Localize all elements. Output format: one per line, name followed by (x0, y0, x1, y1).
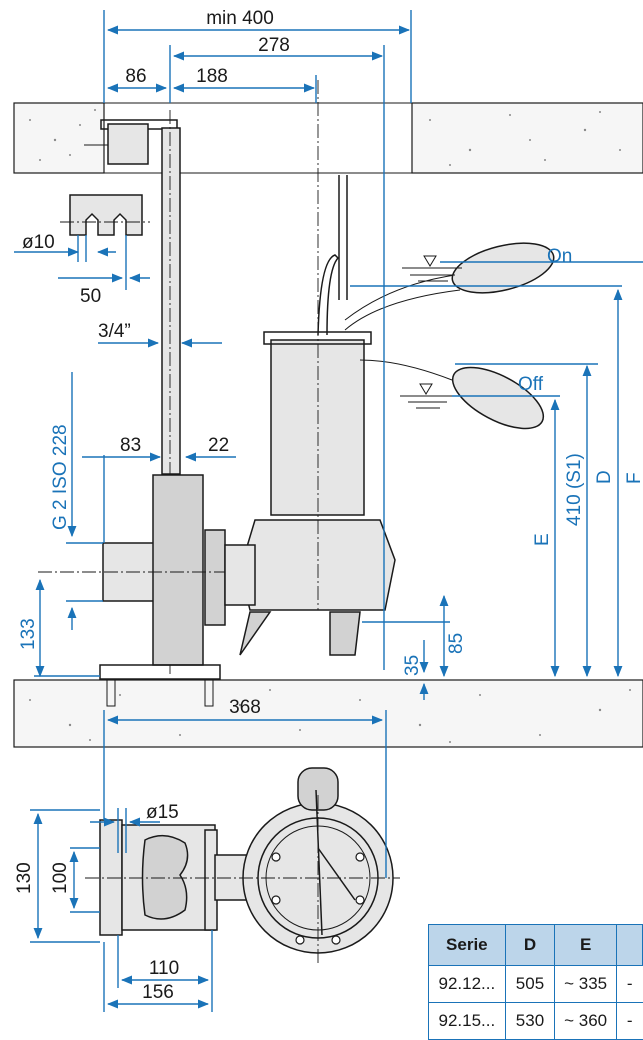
table-cell: ~ 335 (554, 965, 618, 1003)
dim-thread-3-4: 3/4” (98, 321, 131, 342)
pump-body (224, 80, 396, 656)
dim-min-400: min 400 (206, 8, 274, 29)
float-on-label: On (547, 246, 572, 267)
plan-dimensions (30, 710, 387, 1012)
dim-368: 368 (229, 697, 261, 718)
dim-188: 188 (196, 66, 228, 87)
dim-133: 133 (18, 618, 39, 650)
dim-22: 22 (208, 435, 229, 456)
top-concrete-slab (13, 102, 643, 174)
table-cell: 530 (504, 1002, 556, 1040)
left-dimensions (34, 372, 236, 678)
bracket-dimensions (14, 235, 222, 348)
dim-86: 86 (125, 66, 146, 87)
series-dimensions-table: Serie D E 92.12... 505 ~ 335 - 92.15... … (428, 924, 643, 1040)
table-cell: - (616, 1002, 643, 1040)
table-cell: ~ 360 (554, 1002, 618, 1040)
table-header: Serie (428, 924, 506, 966)
float-switches (344, 242, 643, 430)
dim-g2-iso-228: G 2 ISO 228 (50, 424, 71, 530)
dim-d: D (594, 470, 615, 484)
float-off-label: Off (518, 374, 544, 395)
table-row: 92.15... 530 ~ 360 - (428, 1002, 643, 1040)
dim-410-s1: 410 (S1) (564, 453, 585, 526)
dim-85: 85 (446, 633, 467, 654)
dim-156: 156 (142, 982, 174, 1003)
table-cell: 92.15... (428, 1002, 506, 1040)
right-dimensions (362, 288, 623, 700)
table-header (616, 924, 643, 966)
dim-83: 83 (120, 435, 141, 456)
table-header-row: Serie D E (428, 924, 643, 966)
discharge-pipe (84, 110, 181, 675)
table-row: 92.12... 505 ~ 335 - (428, 965, 643, 1003)
table-cell: 92.12... (428, 965, 506, 1003)
duck-foot-base (38, 474, 240, 707)
dim-100: 100 (50, 862, 71, 894)
dim-e: E (532, 533, 553, 546)
dim-278: 278 (258, 35, 290, 56)
dim-dia10: ø10 (22, 232, 55, 253)
anchor-bracket-detail (60, 194, 150, 236)
top-dimensions (103, 10, 412, 670)
bottom-concrete-slab (13, 679, 643, 748)
dim-110: 110 (149, 958, 179, 979)
dim-130: 130 (14, 862, 35, 894)
dim-35: 35 (402, 655, 423, 676)
table-header: E (554, 924, 618, 966)
dim-f: F (624, 472, 643, 484)
table-header: D (504, 924, 556, 966)
dim-dia15: ø15 (146, 802, 179, 823)
plan-view (85, 767, 400, 965)
table-cell: 505 (504, 965, 556, 1003)
table-cell: - (616, 965, 643, 1003)
dim-50: 50 (80, 286, 101, 307)
